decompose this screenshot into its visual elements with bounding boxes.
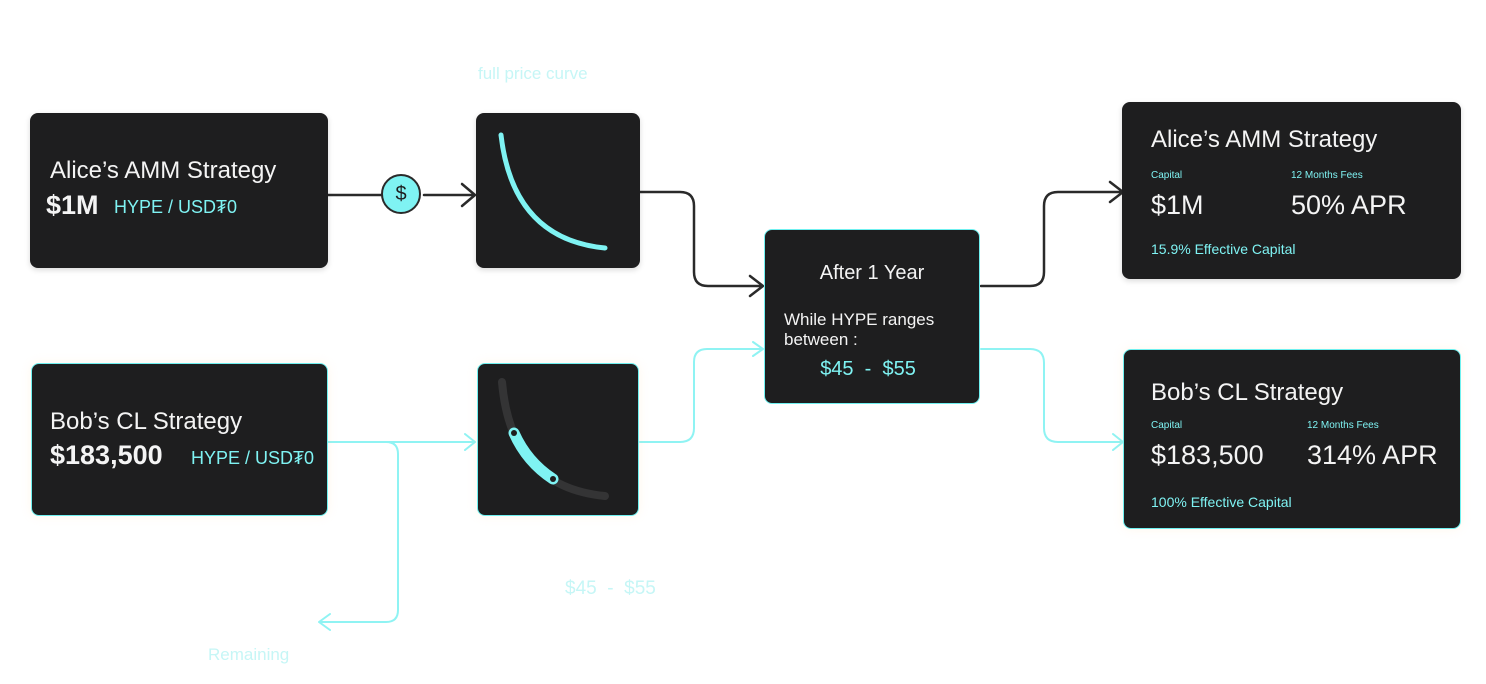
dollar-coin-icon: $ (381, 174, 421, 214)
cl-price-curve-card (477, 363, 639, 516)
bob-result-title: Bob’s CL Strategy (1151, 379, 1344, 406)
full-price-curve-line (498, 132, 608, 251)
alice-fees-value: 50% APR (1291, 190, 1407, 220)
bob-capital-label: Capital (1151, 420, 1183, 431)
remaining-arrow (318, 441, 399, 631)
range-start-handle (511, 430, 517, 436)
bob-fees-value: 314% APR (1307, 440, 1438, 470)
bob-result-card: Bob’s CL Strategy Capital 12 Months Fees… (1123, 349, 1461, 529)
bob-capital-value: $183,500 (1151, 440, 1264, 470)
alice-result-card: Alice’s AMM Strategy Capital 12 Months F… (1122, 102, 1461, 279)
alice-capital-value: $1M (1151, 190, 1204, 220)
full-price-curve-graph (498, 132, 608, 251)
cl-price-curve-graph (498, 378, 609, 500)
bob-effective-capital: 100% Effective Capital (1151, 494, 1292, 510)
hype-range-value: $45 - $55 (820, 358, 916, 380)
bob-to-curve-arrow (327, 433, 476, 451)
alice-input-pair: HYPE / USD₮0 (114, 197, 238, 217)
remaining-label: Remaining (208, 645, 290, 664)
cl-curve-to-year-arrow (639, 341, 764, 443)
full-price-curve-card (476, 113, 640, 268)
curve-to-year-arrow (638, 190, 765, 298)
range-label: $45 - $55 (565, 578, 656, 599)
hype-range-text: While HYPE ranges between : (784, 310, 935, 349)
alice-fees-label: 12 Months Fees (1291, 170, 1363, 181)
cl-active-range-segment (508, 427, 559, 485)
bob-input-amount: $183,500 (50, 440, 163, 470)
alice-result-title: Alice’s AMM Strategy (1151, 126, 1378, 153)
after-one-year-card: After 1 Year While HYPE ranges between :… (764, 229, 980, 404)
bob-input-pair: HYPE / USD₮0 (191, 448, 315, 468)
after-one-year-title: After 1 Year (819, 262, 925, 284)
bob-fees-label: 12 Months Fees (1307, 420, 1379, 431)
alice-input-amount: $1M (46, 190, 99, 220)
full-price-curve-label: full price curve (478, 64, 588, 83)
coin-to-curve-arrow (422, 182, 477, 208)
alice-input-card: Alice’s AMM Strategy $1M HYPE / USD₮0 (30, 113, 328, 268)
bob-input-title: Bob’s CL Strategy (50, 408, 243, 435)
dollar-symbol: $ (395, 182, 407, 205)
range-end-handle (550, 476, 556, 482)
bob-input-card: Bob’s CL Strategy $183,500 HYPE / USD₮0 (31, 363, 328, 516)
alice-capital-label: Capital (1151, 170, 1183, 181)
alice-effective-capital: 15.9% Effective Capital (1151, 241, 1296, 257)
year-to-bob-result-arrow (980, 348, 1124, 451)
year-to-alice-result-arrow (979, 180, 1125, 288)
alice-input-title: Alice’s AMM Strategy (50, 157, 277, 184)
